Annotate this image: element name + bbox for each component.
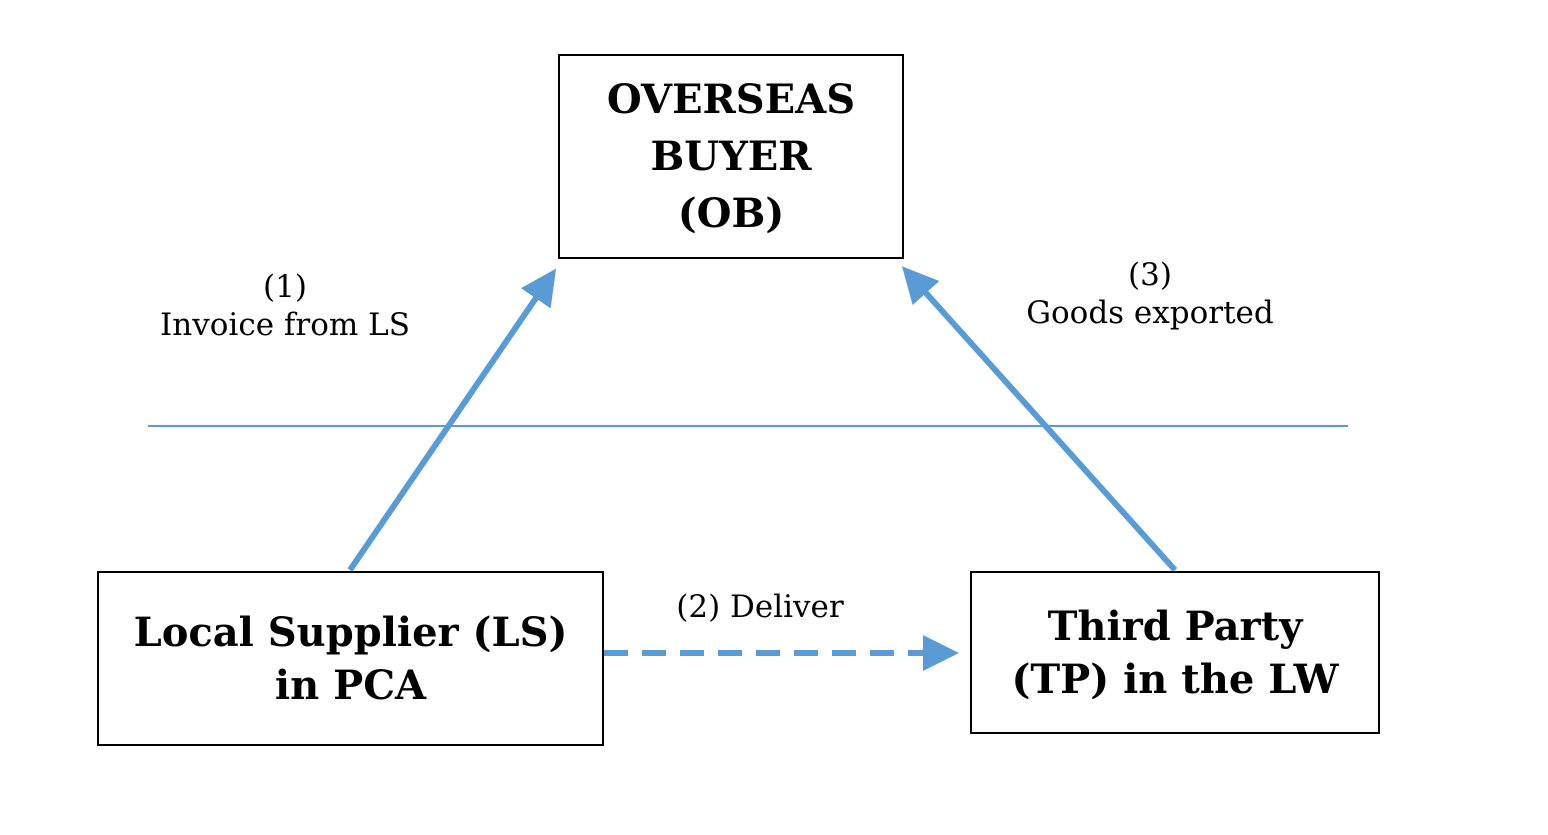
step1-text: Invoice from LS [160,307,410,343]
overseas-buyer-line-3: (OB) [677,190,785,237]
step3-label: (3) Goods exported [1000,256,1300,332]
local-supplier-line-2: in PCA [274,661,427,709]
local-supplier-line-1: Local Supplier (LS) [133,608,568,656]
step1-label: (1) Invoice from LS [140,268,430,344]
export-arrow [901,266,1178,573]
third-party-box: Third Party (TP) in the LW [970,571,1380,734]
step1-number: (1) [263,269,307,305]
overseas-buyer-line-1: OVERSEAS [606,76,856,123]
step3-number: (3) [1128,257,1172,293]
step2-text: (2) Deliver [676,589,844,625]
third-party-line-1: Third Party [1047,602,1303,650]
third-party-line-2: (TP) in the LW [1011,655,1339,703]
overseas-buyer-box: OVERSEAS BUYER (OB) [558,54,904,259]
overseas-buyer-line-2: BUYER [650,133,812,180]
invoice-arrow [347,268,557,572]
local-supplier-box: Local Supplier (LS) in PCA [97,571,604,746]
step2-label: (2) Deliver [640,588,880,626]
step3-text: Goods exported [1026,295,1274,331]
